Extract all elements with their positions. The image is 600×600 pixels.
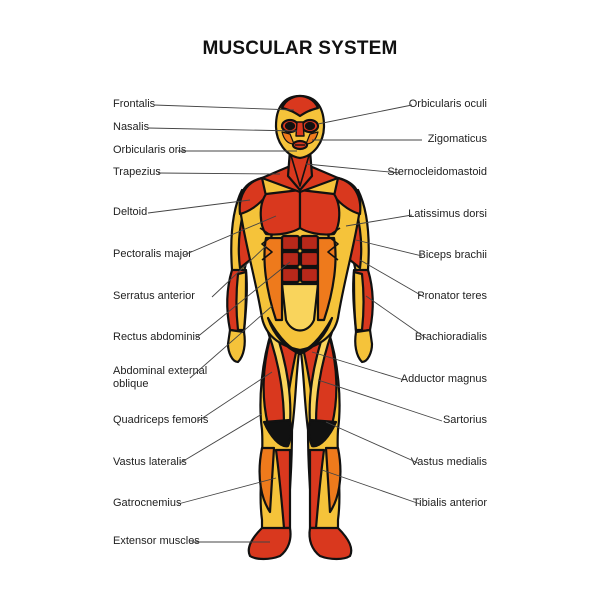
- abs-upper-right: [299, 234, 320, 252]
- pelvis: [266, 316, 334, 356]
- abs-upper-left: [280, 234, 301, 252]
- label-frontalis: Frontalis: [113, 98, 156, 110]
- label-abdominal-external-oblique: Abdominal external oblique: [113, 365, 208, 390]
- abs-low-right: [299, 266, 320, 284]
- label-nasalis: Nasalis: [113, 121, 150, 133]
- label-zigomaticus: Zigomaticus: [427, 133, 487, 145]
- label-vastus-medialis: Vastus medialis: [410, 456, 487, 468]
- label-sternocleidomastoid: Sternocleidomastoid: [387, 166, 487, 178]
- label-serratus-anterior: Serratus anterior: [113, 290, 195, 302]
- left-foot: [247, 526, 292, 561]
- left-serratus: [259, 227, 273, 261]
- lower-abdomen: [280, 282, 320, 332]
- frontalis: [280, 94, 320, 118]
- right-gastrocnemius: [324, 446, 342, 514]
- label-deltoid: Deltoid: [113, 206, 148, 218]
- right-oblique: [316, 236, 337, 322]
- left-pectoral: [259, 188, 302, 236]
- right-knee: [307, 418, 338, 448]
- left-knee: [262, 418, 293, 448]
- right-pectoral: [298, 188, 341, 236]
- label-quadriceps-femoris: Quadriceps femoris: [113, 414, 209, 426]
- right-hand: [354, 328, 374, 364]
- label-pectoralis-major: Pectoralis major: [113, 248, 192, 260]
- label-latissimus-dorsi: Latissimus dorsi: [408, 208, 487, 220]
- label-orbicularis-oculi: Orbicularis oculi: [408, 98, 487, 110]
- label-pronator-teres: Pronator teres: [417, 290, 487, 302]
- label-vastus-lateralis: Vastus lateralis: [113, 456, 187, 468]
- label-adductor-magnus: Adductor magnus: [400, 373, 487, 385]
- right-eye: [304, 121, 316, 131]
- left-oblique: [263, 236, 284, 322]
- right-foot: [308, 526, 353, 561]
- right-serratus: [327, 227, 341, 261]
- page-title: MUSCULAR SYSTEM: [202, 38, 398, 59]
- label-sartorius: Sartorius: [442, 414, 487, 426]
- label-brachioradialis: Brachioradialis: [414, 331, 487, 343]
- abs-mid-left: [280, 250, 301, 268]
- left-deltoid: [238, 176, 268, 216]
- nose: [295, 121, 305, 137]
- right-deltoid: [332, 176, 362, 216]
- abs-low-left: [280, 266, 301, 284]
- label-tibialis-anterior: Tibialis anterior: [412, 497, 487, 509]
- left-eye: [284, 121, 296, 131]
- label-biceps-brachii: Biceps brachii: [418, 249, 487, 261]
- label-trapezius: Trapezius: [113, 166, 161, 178]
- label-extensor-muscles: Extensor muscles: [113, 535, 200, 547]
- right-forearm-flexor: [352, 270, 365, 332]
- label-orbicularis-oris: Orbicularis oris: [113, 144, 187, 156]
- label-gatrocnemius: Gatrocnemius: [113, 497, 182, 509]
- sternocleidomastoid: [289, 151, 311, 187]
- abs-mid-right: [299, 250, 320, 268]
- left-hand: [226, 328, 246, 364]
- label-rectus-abdominis: Rectus abdominis: [113, 331, 201, 343]
